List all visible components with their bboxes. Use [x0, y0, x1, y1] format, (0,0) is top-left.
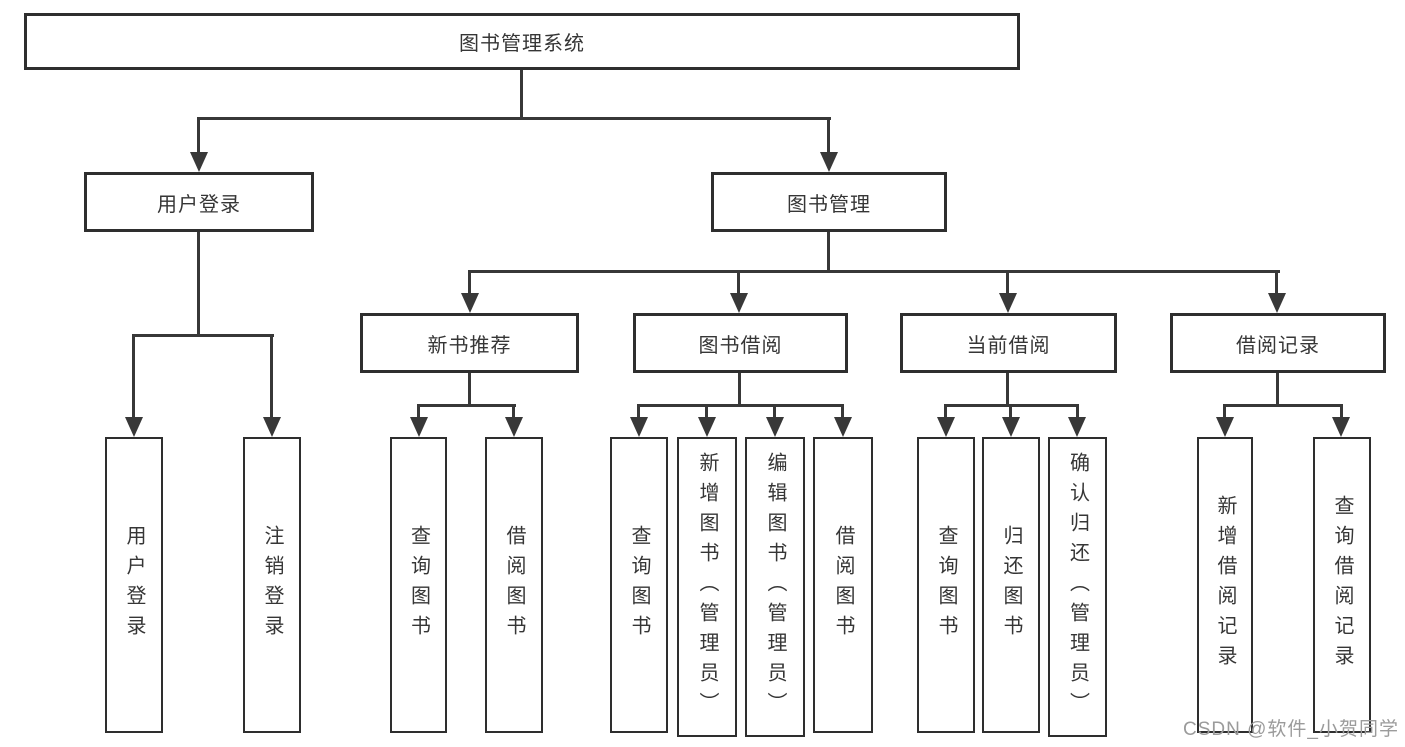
connector-level2-rail: [197, 117, 831, 120]
arrow-down-icon: [1332, 417, 1350, 437]
connector-leaf-drop: [1340, 404, 1343, 417]
connector-records-stem: [1276, 373, 1279, 407]
leaf-edit-books-admin: 编辑图书（管理员）: [745, 437, 805, 737]
arrow-down-icon: [730, 293, 748, 313]
leaf-add-borrow-record-label: 新增借阅记录: [1214, 495, 1236, 675]
node-root: 图书管理系统: [24, 13, 1020, 70]
arrow-down-icon: [766, 417, 784, 437]
connector-leaf-drop: [773, 404, 776, 417]
leaf-recommend-query-books-label: 查询图书: [407, 525, 430, 645]
connector-leaf-drop: [270, 334, 273, 417]
leaf-borrow-books: 借阅图书: [813, 437, 873, 733]
arrow-down-icon: [834, 417, 852, 437]
connector-leaf-drop: [944, 404, 947, 417]
leaf-borrow-books-label: 借阅图书: [832, 525, 854, 645]
node-user-login: 用户登录: [84, 172, 314, 232]
connector-records-rail: [1223, 404, 1343, 407]
arrow-down-icon: [820, 152, 838, 172]
connector-leaf-drop: [841, 404, 844, 417]
connector-borrow-stem: [738, 373, 741, 407]
arrow-down-icon: [698, 417, 716, 437]
node-book-management-label: 图书管理: [787, 193, 871, 216]
connector-level3-drop: [1006, 270, 1009, 293]
connector-book-mgmt-drop: [827, 117, 830, 152]
leaf-confirm-return-admin-label: 确认归还（管理员）: [1066, 452, 1089, 722]
node-new-book-recommend: 新书推荐: [360, 313, 579, 373]
leaf-borrow-query-books-label: 查询图书: [628, 525, 650, 645]
node-root-label: 图书管理系统: [459, 33, 585, 55]
leaf-query-borrow-record: 查询借阅记录: [1313, 437, 1371, 733]
connector-level3-drop: [737, 270, 740, 293]
leaf-recommend-borrow-books-label: 借阅图书: [503, 525, 525, 645]
node-current-borrow: 当前借阅: [900, 313, 1117, 373]
leaf-query-borrow-record-label: 查询借阅记录: [1331, 495, 1353, 675]
connector-user-group-rail: [132, 334, 274, 337]
arrow-down-icon: [1268, 293, 1286, 313]
connector-borrow-rail: [637, 404, 844, 407]
leaf-recommend-borrow-books: 借阅图书: [485, 437, 543, 733]
node-book-borrow-label: 图书借阅: [698, 334, 783, 357]
connector-leaf-drop: [705, 404, 708, 417]
arrow-down-icon: [1068, 417, 1086, 437]
connector-leaf-drop: [1009, 404, 1012, 417]
leaf-logout-label: 注销登录: [261, 525, 283, 645]
arrow-down-icon: [999, 293, 1017, 313]
connector-leaf-drop: [132, 334, 135, 417]
node-book-management: 图书管理: [711, 172, 947, 232]
connector-leaf-drop: [637, 404, 640, 417]
arrow-down-icon: [630, 417, 648, 437]
arrow-down-icon: [410, 417, 428, 437]
connector-mgmt-stem: [827, 232, 830, 273]
arrow-down-icon: [505, 417, 523, 437]
connector-level3-drop: [468, 270, 471, 293]
leaf-current-query-books: 查询图书: [917, 437, 975, 733]
node-borrow-records: 借阅记录: [1170, 313, 1386, 373]
connector-leaf-drop: [417, 404, 420, 417]
connector-current-stem: [1006, 373, 1009, 407]
arrow-down-icon: [1216, 417, 1234, 437]
leaf-add-books-admin-label: 新增图书（管理员）: [696, 452, 718, 722]
connector-user-group-stem: [197, 232, 200, 336]
leaf-return-books: 归还图书: [982, 437, 1040, 733]
node-book-borrow: 图书借阅: [633, 313, 848, 373]
leaf-return-books-label: 归还图书: [1000, 525, 1022, 645]
arrow-down-icon: [937, 417, 955, 437]
leaf-confirm-return-admin: 确认归还（管理员）: [1048, 437, 1107, 737]
leaf-borrow-query-books: 查询图书: [610, 437, 668, 733]
leaf-edit-books-admin-label: 编辑图书（管理员）: [764, 452, 786, 722]
connector-leaf-drop: [1076, 404, 1079, 417]
node-current-borrow-label: 当前借阅: [966, 334, 1051, 357]
arrow-down-icon: [190, 152, 208, 172]
node-user-login-label: 用户登录: [157, 193, 241, 216]
connector-root-stem: [520, 70, 523, 118]
leaf-user-login-label: 用户登录: [123, 525, 145, 645]
node-borrow-records-label: 借阅记录: [1236, 334, 1320, 357]
arrow-down-icon: [461, 293, 479, 313]
csdn-watermark: CSDN @软件_小贺同学: [1183, 719, 1399, 740]
arrow-down-icon: [263, 417, 281, 437]
node-new-book-recommend-label: 新书推荐: [427, 334, 512, 357]
leaf-add-books-admin: 新增图书（管理员）: [677, 437, 737, 737]
leaf-add-borrow-record: 新增借阅记录: [1197, 437, 1253, 733]
leaf-current-query-books-label: 查询图书: [935, 525, 957, 645]
connector-recommend-rail: [417, 404, 516, 407]
connector-recommend-stem: [468, 373, 471, 407]
leaf-user-login: 用户登录: [105, 437, 163, 733]
arrow-down-icon: [1002, 417, 1020, 437]
connector-leaf-drop: [512, 404, 515, 417]
arrow-down-icon: [125, 417, 143, 437]
connector-level3-rail: [468, 270, 1280, 273]
connector-level3-drop: [1275, 270, 1278, 293]
connector-leaf-drop: [1223, 404, 1226, 417]
leaf-recommend-query-books: 查询图书: [390, 437, 447, 733]
connector-user-login-drop: [197, 117, 200, 152]
leaf-logout: 注销登录: [243, 437, 301, 733]
